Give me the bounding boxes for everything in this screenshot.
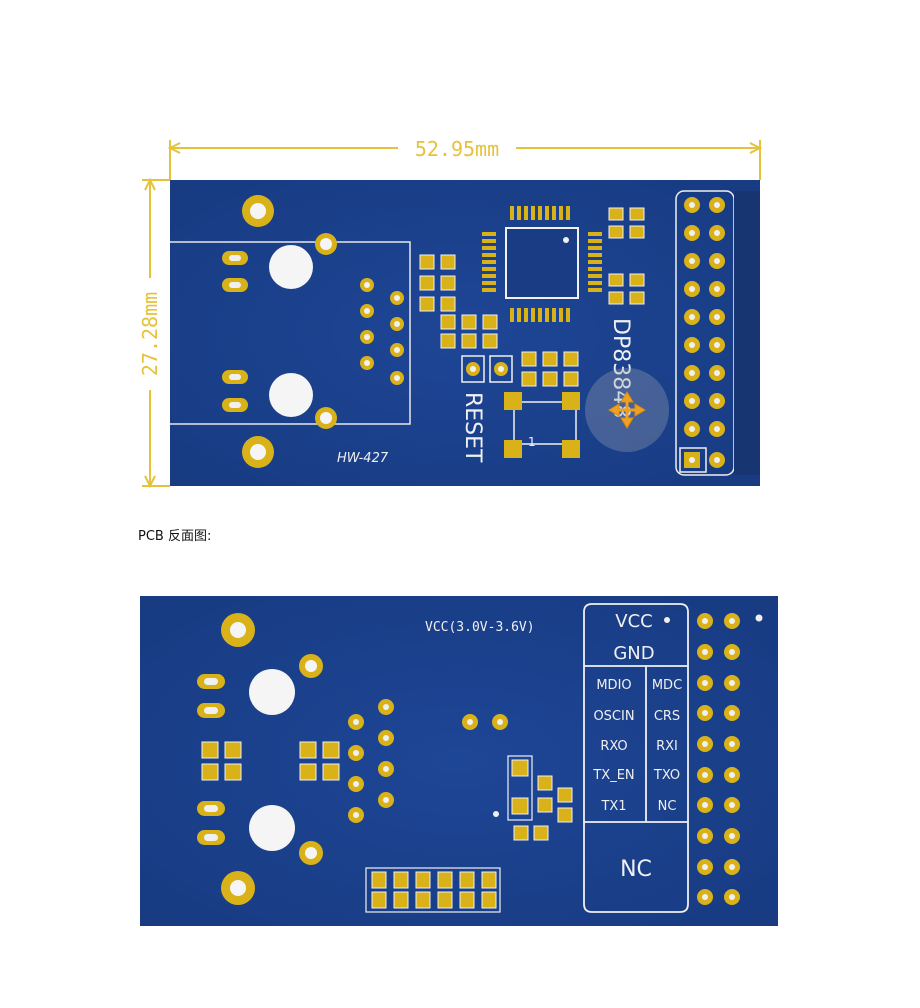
oval-pad-holes — [204, 678, 218, 841]
voltage-label: VCC(3.0V-3.6V) — [425, 620, 535, 635]
height-dimension-label: 27.28mm — [138, 292, 162, 376]
rj45-guide-hole — [249, 669, 295, 715]
pin-label-right: TXO — [653, 768, 680, 783]
rj45-led-hole — [315, 407, 337, 429]
passive-pads — [419, 254, 456, 312]
move-cursor-icon — [585, 368, 669, 452]
top-board — [170, 180, 760, 486]
pin-label-left: OSCIN — [593, 709, 634, 724]
passive-pads — [521, 351, 579, 387]
pin1-marker: 1 — [528, 435, 536, 449]
header-pins — [684, 197, 725, 468]
vcc-label: VCC — [615, 611, 652, 632]
smd-cluster — [493, 755, 573, 841]
pin-label-left: TX1 — [600, 799, 626, 814]
chip-pins-left — [482, 232, 496, 292]
pin-label-right: NC — [658, 799, 677, 814]
mounting-hole — [242, 195, 274, 227]
passive-pads — [201, 741, 340, 781]
rj45-outline — [170, 241, 411, 425]
header-body — [734, 191, 760, 475]
passive-pads — [608, 207, 645, 305]
jumper-pads — [462, 714, 508, 730]
pin-label-right: MDC — [652, 678, 682, 693]
rj45-pin-pads — [360, 278, 404, 385]
reset-label: RESET — [460, 392, 485, 463]
rj45-guide-hole — [249, 805, 295, 851]
chip-pin1-dot — [563, 237, 569, 243]
pin-label-left: TX_EN — [592, 768, 634, 783]
rj45-pin-pads — [348, 699, 394, 823]
pin-label-block — [583, 603, 689, 913]
gnd-label: GND — [613, 643, 654, 664]
rj45-guide-hole — [269, 373, 313, 417]
chip-pins-right — [588, 232, 602, 292]
mounting-hole — [221, 871, 255, 905]
bottom-board — [140, 596, 778, 926]
rj45-led-hole — [299, 841, 323, 865]
width-dimension-label: 52.95mm — [415, 137, 499, 161]
header-pins — [697, 613, 763, 905]
reset-jumper-pads — [461, 355, 513, 383]
chip-pins-top — [510, 206, 570, 220]
mounting-hole — [221, 613, 255, 647]
mounting-hole — [242, 436, 274, 468]
top-view: 52.95mm 27.28mm — [138, 137, 763, 489]
pin-label-left: RXO — [600, 739, 627, 754]
bottom-view: VCC(3.0V-3.6V) VCC GND MDIO OSCIN RXO TX… — [140, 596, 778, 926]
chip-pins-bottom — [510, 308, 570, 322]
rj45-led-hole — [315, 233, 337, 255]
board-label: HW-427 — [337, 451, 389, 466]
reset-button-footprint — [504, 392, 580, 458]
bottom-view-caption: PCB 反面图: — [138, 529, 212, 544]
nc-large-label: NC — [620, 857, 652, 882]
oval-pad-holes — [229, 255, 241, 408]
pin-label-left: MDIO — [596, 678, 631, 693]
rj45-led-hole — [299, 654, 323, 678]
pin-label-right: RXI — [656, 739, 678, 754]
pin-label-right: CRS — [654, 709, 680, 724]
rj45-guide-hole — [269, 245, 313, 289]
passive-pads — [440, 314, 498, 349]
header-pin1-box — [679, 447, 707, 473]
pad-row — [365, 867, 501, 913]
vcc-pin1-dot — [664, 617, 670, 623]
